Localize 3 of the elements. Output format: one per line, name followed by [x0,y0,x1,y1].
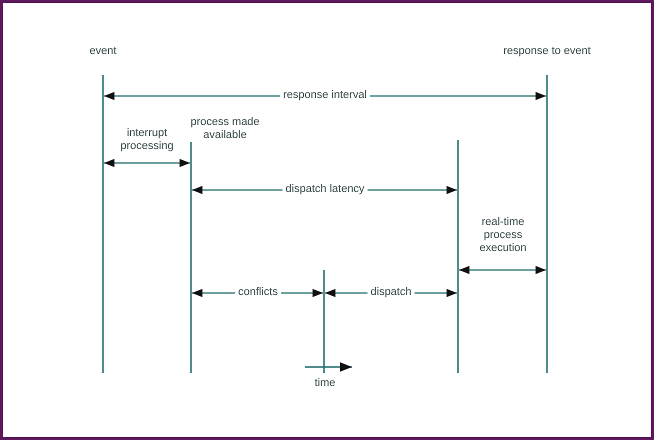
interval-label: dispatch [368,286,414,299]
interval-label: dispatch latency [282,183,368,196]
interval-label: response interval [280,89,370,102]
